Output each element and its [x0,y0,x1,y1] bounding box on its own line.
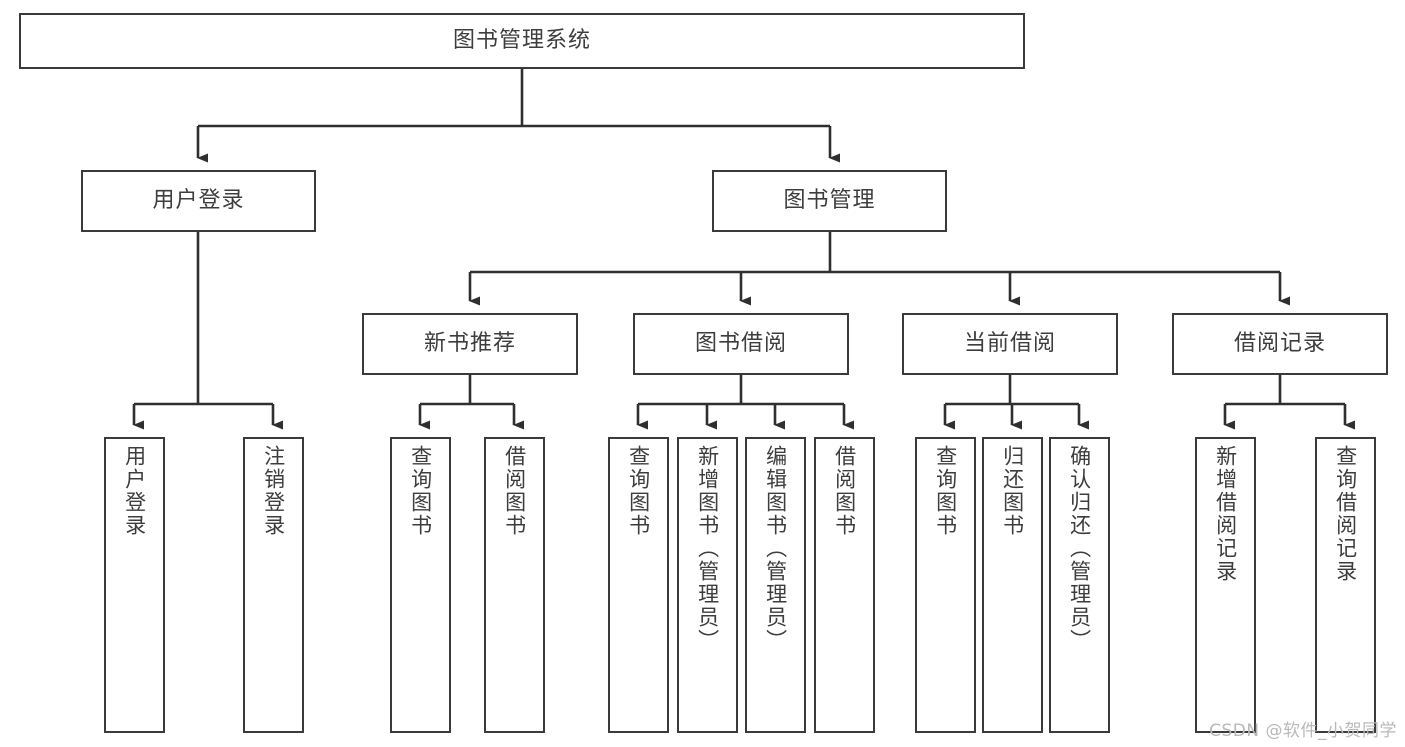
node-label: 新增借阅记录 [1213,445,1238,583]
edges-book-borrow-to-leaves [636,375,854,430]
node-label: 用户登录 [122,445,147,537]
node-leaf-add-borrow-record[interactable]: 新增借阅记录 [1195,437,1256,733]
node-label: 图书管理系统 [452,27,591,53]
edges-user-login-to-leaves [132,232,283,430]
node-new-book-recommendation[interactable]: 新书推荐 [362,313,578,375]
node-label: 用户登录 [152,187,245,213]
node-borrowing-records[interactable]: 借阅记录 [1172,313,1388,375]
node-leaf-borrow-books[interactable]: 借阅图书 [814,437,875,733]
node-leaf-query-books-borrow[interactable]: 查询图书 [608,437,669,733]
node-book-management[interactable]: 图书管理 [712,170,947,232]
node-label: 查询借阅记录 [1333,445,1358,583]
node-current-borrowing[interactable]: 当前借阅 [902,313,1118,375]
node-leaf-query-books-rec[interactable]: 查询图书 [390,437,451,733]
node-leaf-confirm-return-admin[interactable]: 确认归还（管理员） [1049,437,1110,733]
node-leaf-borrow-books-rec[interactable]: 借阅图书 [484,437,545,733]
node-label: 借阅图书 [502,445,527,537]
node-user-login[interactable]: 用户登录 [81,170,316,232]
node-leaf-edit-book-admin[interactable]: 编辑图书（管理员） [745,437,806,733]
node-leaf-logout[interactable]: 注销登录 [243,437,304,733]
node-leaf-return-books[interactable]: 归还图书 [982,437,1043,733]
edges-new-book-rec-to-leaves [418,375,524,430]
node-label: 借阅记录 [1233,330,1326,356]
node-leaf-query-borrow-record[interactable]: 查询借阅记录 [1315,437,1376,733]
node-label: 注销登录 [261,445,286,537]
node-label: 当前借阅 [963,330,1056,356]
node-label: 编辑图书（管理员） [763,445,788,652]
node-leaf-add-book-admin[interactable]: 新增图书（管理员） [677,437,738,733]
node-leaf-user-login[interactable]: 用户登录 [104,437,165,733]
node-label: 新增图书（管理员） [695,445,720,652]
node-label: 查询图书 [408,445,433,537]
node-label: 图书管理 [783,187,876,213]
node-label: 确认归还（管理员） [1067,445,1092,652]
node-label: 新书推荐 [423,330,516,356]
node-label: 查询图书 [933,445,958,537]
node-label: 归还图书 [1000,445,1025,537]
node-book-borrowing[interactable]: 图书借阅 [633,313,849,375]
node-label: 图书借阅 [694,330,787,356]
node-label: 借阅图书 [832,445,857,537]
edges-root-to-level2 [196,69,840,163]
node-leaf-query-books-current[interactable]: 查询图书 [915,437,976,733]
node-root-book-management-system[interactable]: 图书管理系统 [19,13,1025,69]
edges-borrow-record-to-leaves [1223,375,1355,430]
node-label: 查询图书 [626,445,651,537]
edges-book-mgmt-to-level3 [468,232,1290,306]
edges-current-borrow-to-leaves [943,375,1089,430]
